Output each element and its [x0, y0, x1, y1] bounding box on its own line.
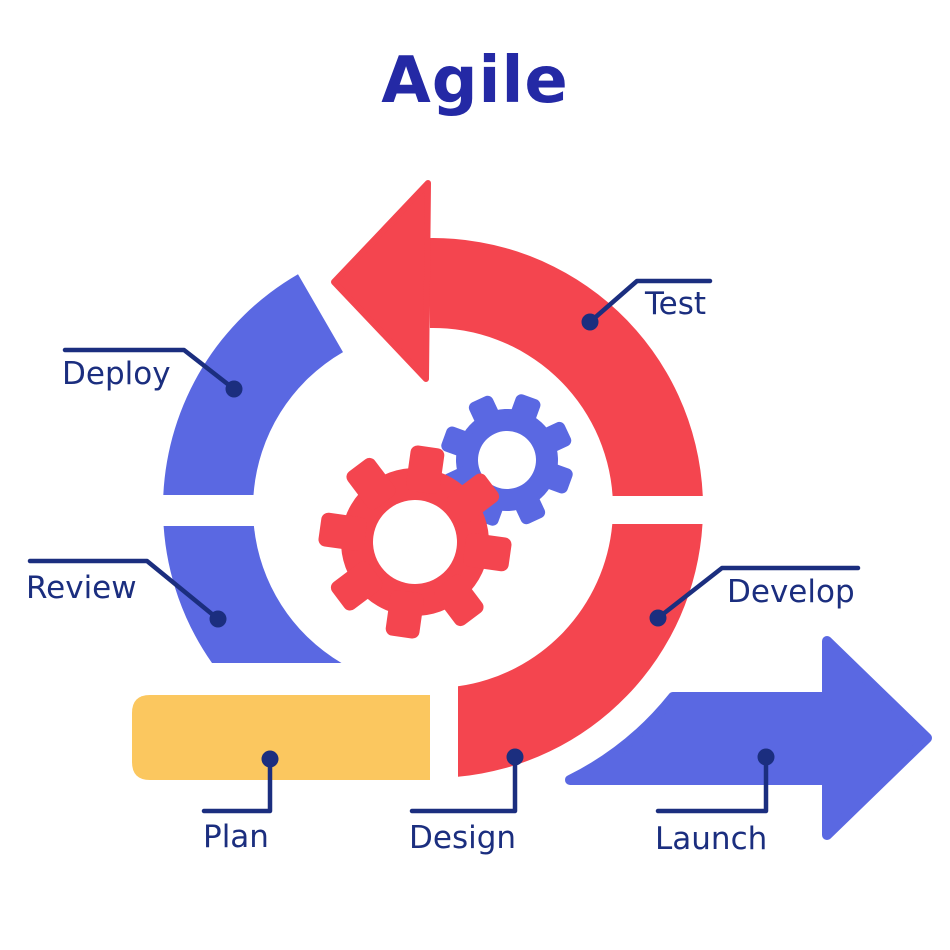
- gear-hole: [478, 431, 536, 489]
- leader-design: [409, 748, 524, 814]
- arc-segment-test: [428, 238, 703, 497]
- leader-plan: [201, 750, 279, 814]
- leader-line-test: [587, 278, 713, 325]
- leader-line-plan: [201, 756, 273, 814]
- leader-dot-launch: [757, 748, 775, 766]
- stage-label-test: Test: [644, 286, 706, 322]
- leader-line-review: [27, 558, 221, 622]
- leader-dot-plan: [261, 750, 279, 768]
- launch-arrow-icon: [565, 636, 932, 840]
- leader-line-develop: [655, 565, 861, 621]
- leader-launch: [655, 748, 775, 814]
- plan-bar: [132, 695, 430, 780]
- stage-label-launch: Launch: [655, 821, 767, 857]
- leader-dot-design: [506, 748, 524, 766]
- stage-label-deploy: Deploy: [62, 356, 171, 392]
- stage-label-design: Design: [409, 820, 516, 856]
- diagram-title: Agile: [381, 44, 569, 118]
- cycle-arrowhead-icon: [331, 180, 431, 382]
- arc-segment-review: [163, 526, 342, 663]
- stage-label-review: Review: [26, 570, 137, 606]
- leader-develop: [649, 565, 861, 627]
- leader-line-launch: [655, 754, 769, 814]
- leader-dot-test: [581, 313, 599, 331]
- leader-line-deploy: [62, 347, 237, 392]
- leader-deploy: [62, 347, 243, 398]
- gear-icon-large-red: [318, 445, 512, 639]
- stage-label-plan: Plan: [203, 819, 269, 855]
- leader-line-design: [409, 754, 518, 814]
- stage-label-develop: Develop: [727, 574, 855, 610]
- leader-dot-review: [209, 610, 227, 628]
- gear-hole: [373, 500, 457, 584]
- leader-review: [27, 558, 227, 628]
- leader-test: [581, 278, 713, 331]
- arc-segment-deploy: [163, 274, 343, 495]
- leader-dot-deploy: [225, 380, 243, 398]
- leader-dot-develop: [649, 609, 667, 627]
- arc-segment-develop-design: [458, 524, 703, 777]
